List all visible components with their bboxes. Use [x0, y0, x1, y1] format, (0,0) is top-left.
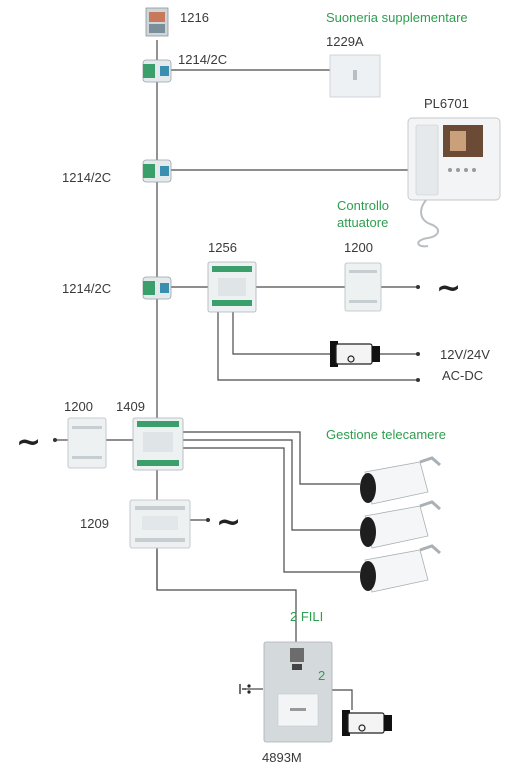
label-derivator-1: 1214/2C [178, 52, 227, 67]
label-pl6701: PL6701 [424, 96, 469, 111]
label-lock-supply-2: AC-DC [442, 368, 483, 383]
panel-lock-wire [332, 689, 353, 710]
label-1229a: 1229A [326, 34, 364, 49]
actuator-icon [207, 261, 257, 313]
door-panel-icon [263, 641, 333, 743]
derivator-icon [142, 159, 172, 183]
label-lock-wires: 2 [318, 668, 325, 683]
din-module-icon [344, 262, 382, 312]
terminal-dot [416, 378, 420, 382]
terminal-dot [416, 352, 420, 356]
label-4893m: 4893M [262, 750, 302, 765]
label-actuator-title-1: Controllo [337, 198, 389, 213]
ac-symbol-2: ~ [16, 425, 41, 460]
wires [55, 40, 418, 710]
camera-wire-1 [182, 431, 360, 485]
derivator-icon [142, 276, 172, 300]
exit-button-icon [239, 684, 251, 694]
camera-wire-3 [182, 447, 360, 573]
ringer-icon [329, 54, 381, 98]
din-module-icon [129, 499, 191, 549]
camera-wire-2 [182, 439, 360, 531]
label-1209: 1209 [80, 516, 109, 531]
ac-symbol-1: ~ [436, 271, 461, 306]
label-1216: 1216 [180, 10, 209, 25]
power-supply-icon [145, 7, 169, 37]
camera-icon [360, 456, 441, 505]
din-module-icon [132, 417, 184, 471]
terminals [53, 285, 420, 522]
label-1200-actuator: 1200 [344, 240, 373, 255]
derivator-icon [142, 59, 172, 83]
label-two-wire: 2 FILI [290, 609, 323, 624]
terminal-dot [53, 438, 57, 442]
label-extra-ringer-title: Suoneria supplementare [326, 10, 468, 25]
label-lock-supply-1: 12V/24V [440, 347, 490, 362]
label-derivator-3: 1214/2C [62, 281, 111, 296]
terminal-dot [206, 518, 210, 522]
electric-lock-icon [342, 710, 392, 736]
lock-wire [232, 312, 330, 355]
ac-symbol-3: ~ [216, 505, 241, 540]
label-1200-camera: 1200 [64, 399, 93, 414]
din-module-icon [67, 417, 107, 469]
label-1409: 1409 [116, 399, 145, 414]
terminal-dot [416, 285, 420, 289]
label-1256: 1256 [208, 240, 237, 255]
label-cameras-title: Gestione telecamere [326, 427, 446, 442]
label-derivator-2: 1214/2C [62, 170, 111, 185]
camera-icon [360, 544, 441, 593]
monitor-icon [407, 117, 501, 248]
camera-icon [360, 500, 441, 549]
lock-supply-wire-2 [217, 312, 418, 381]
two-wire-bus [156, 550, 297, 642]
label-actuator-title-2: attuatore [337, 215, 388, 230]
electric-lock-icon [330, 341, 380, 367]
